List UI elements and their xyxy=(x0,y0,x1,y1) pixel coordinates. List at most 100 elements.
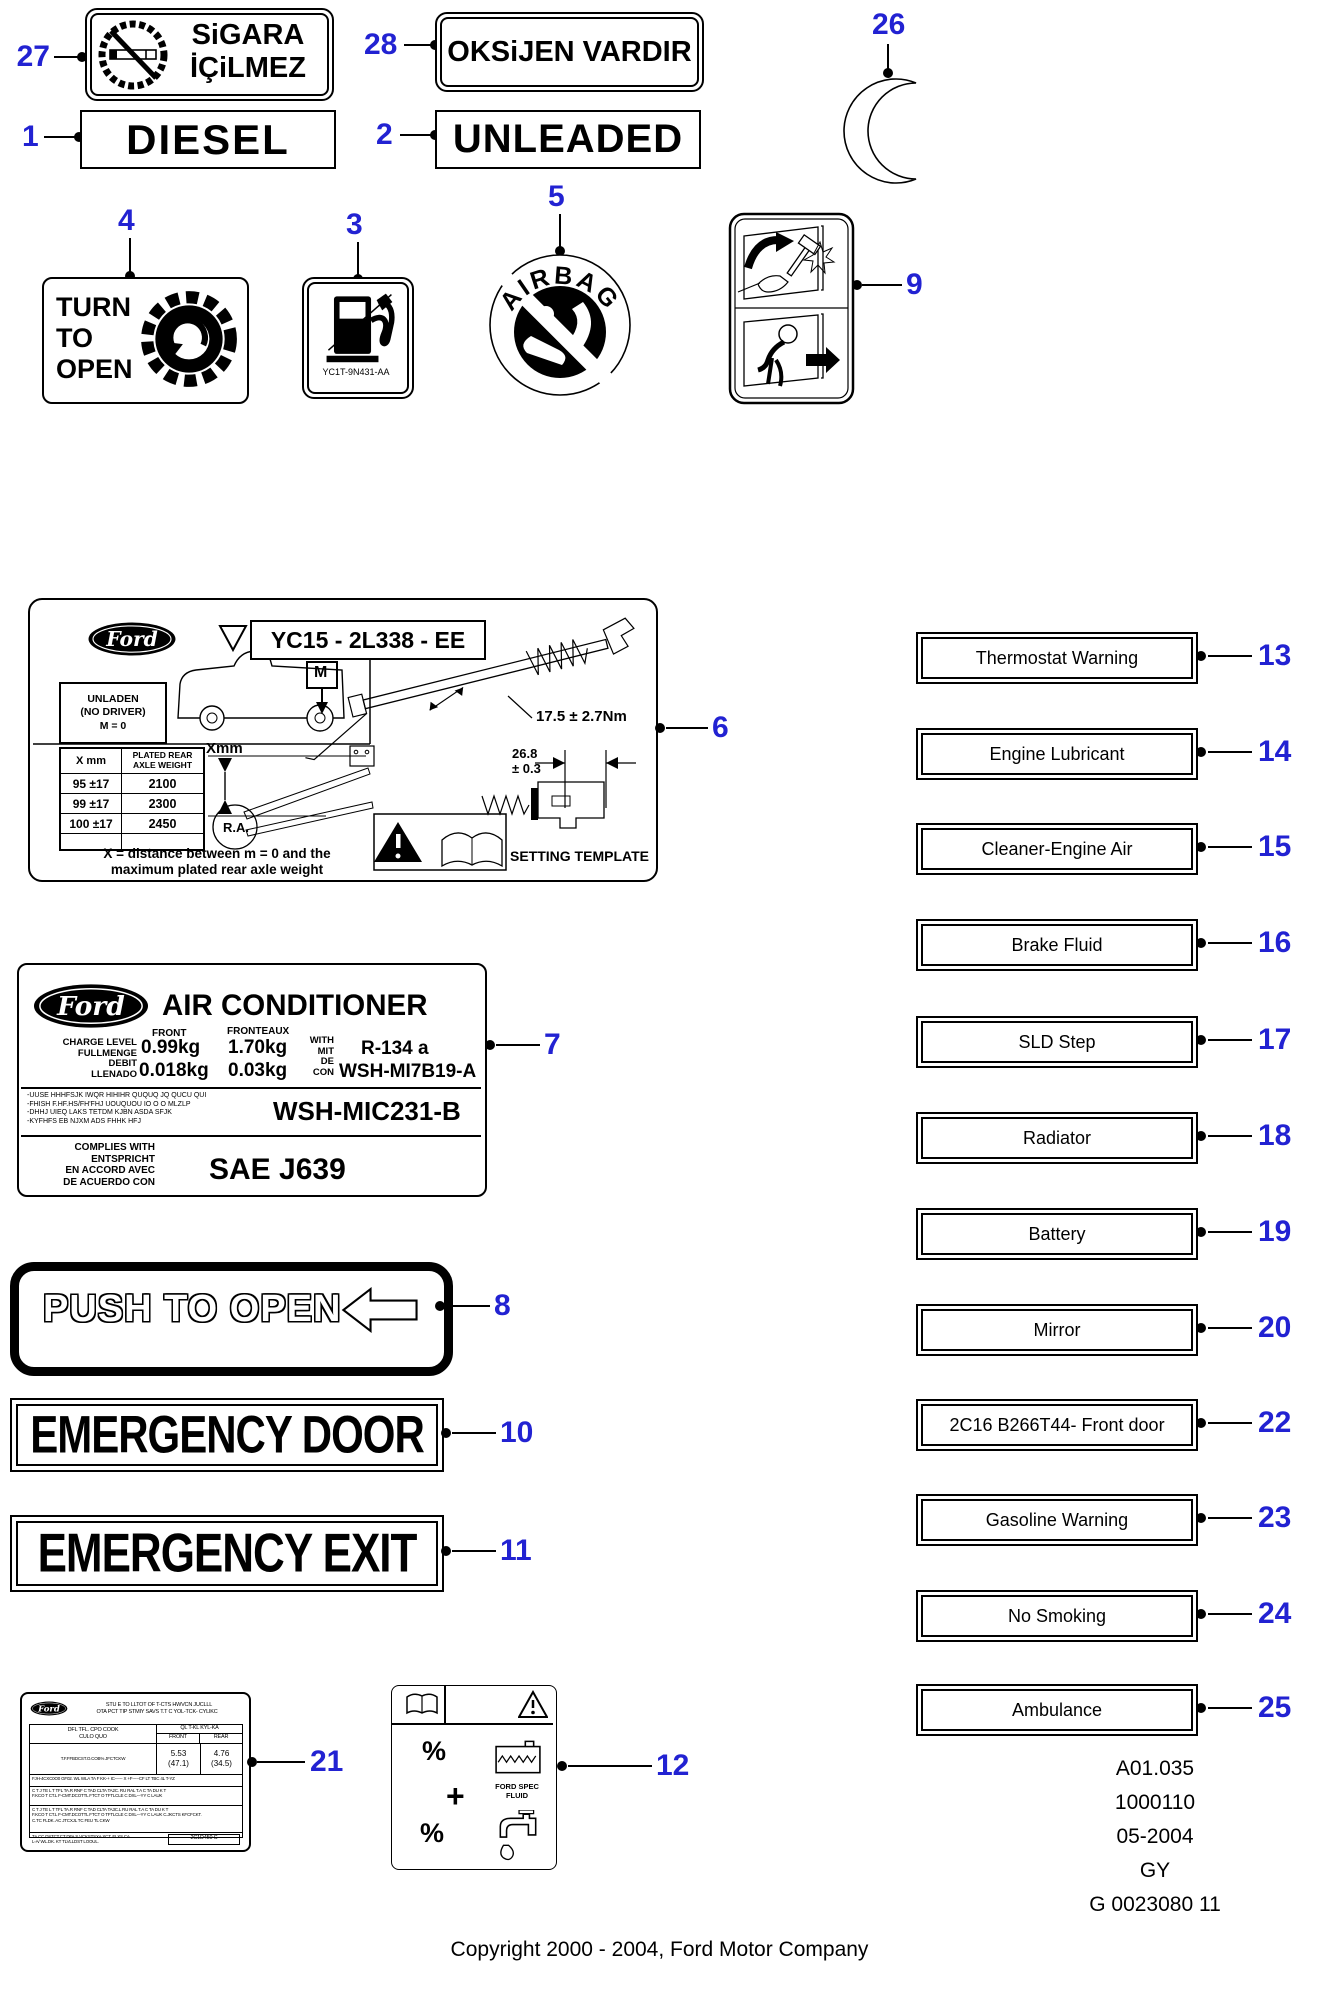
callout-dot xyxy=(441,1546,451,1556)
callout-line xyxy=(44,136,76,138)
callout-line xyxy=(1208,1613,1252,1615)
callout-18: 18 xyxy=(1258,1119,1292,1152)
label-tire-certification: Ford STU E TO LLTOT OF T-CTS HWVCN JUCLL… xyxy=(20,1692,251,1852)
callout-dot xyxy=(74,132,84,142)
list-label-box: 2C16 B266T44- Front door xyxy=(916,1399,1198,1451)
callout-6: 6 xyxy=(712,711,729,744)
list-label-box: Cleaner-Engine Air xyxy=(916,823,1198,875)
callout-dot xyxy=(883,68,893,78)
emergency-hammer-exit-icon xyxy=(728,212,855,405)
ac-col-front: FRONT xyxy=(152,1028,187,1039)
list-item: Ambulance 25 xyxy=(0,1684,1319,1736)
callout-19: 19 xyxy=(1258,1215,1292,1248)
callout-line xyxy=(452,1432,496,1434)
table-header-row: X mm PLATED REAR AXLE WEIGHT xyxy=(61,749,203,773)
callout-3: 3 xyxy=(346,208,363,241)
list-label-box: Ambulance xyxy=(916,1684,1198,1736)
label-fluid: % + % FORD SPEC FLUID xyxy=(391,1685,557,1870)
label-text: SiGARA İÇiLMEZ xyxy=(173,19,323,85)
list-label-text: No Smoking xyxy=(1007,1605,1107,1626)
percent-1: % xyxy=(422,1736,447,1766)
list-label-text: Thermostat Warning xyxy=(975,647,1139,668)
callout-line xyxy=(446,1305,490,1307)
callout-5: 5 xyxy=(548,180,565,213)
callout-line xyxy=(129,238,131,272)
callout-20: 20 xyxy=(1258,1311,1292,1344)
oksijen-text: OKSiJEN VARDIR xyxy=(447,35,692,68)
callout-line xyxy=(1208,1039,1252,1041)
percent-2: % xyxy=(420,1818,445,1848)
list-label-box: Thermostat Warning xyxy=(916,632,1198,684)
callout-dot xyxy=(1196,1418,1206,1428)
callout-28: 28 xyxy=(364,28,398,61)
ford-logo: Ford xyxy=(88,622,176,656)
callout-dot xyxy=(1196,1609,1206,1619)
tire-rear-values: 4.76 (34.5) xyxy=(211,1749,232,1768)
list-item: No Smoking 24 xyxy=(0,1590,1319,1642)
header-divider xyxy=(444,1686,446,1723)
list-label-box: No Smoking xyxy=(916,1590,1198,1642)
ac-row-labels: CHARGE LEVEL FULLMENGE DEBIT LLENADO xyxy=(62,1037,137,1080)
list-item: Cleaner-Engine Air 15 xyxy=(0,823,1319,875)
label-fuel-pump: YC1T-9N431-AA xyxy=(302,277,414,399)
callout-25: 25 xyxy=(1258,1691,1292,1724)
ac-front-charge: 0.99kg xyxy=(141,1037,201,1058)
callout-line xyxy=(1208,1135,1252,1137)
table-row: 95 ±17 2100 xyxy=(61,773,203,793)
ford-logo: Ford xyxy=(33,984,149,1028)
list-label-box: Gasoline Warning xyxy=(916,1494,1198,1546)
list-item: Battery 19 xyxy=(0,1208,1319,1260)
ac-refrigerant: R-134 a xyxy=(361,1038,429,1059)
table-row: 100 ±17 2450 xyxy=(61,813,203,833)
list-label-box: Mirror xyxy=(916,1304,1198,1356)
callout-dot xyxy=(655,723,665,733)
col-plated-1: PLATED REAR xyxy=(132,750,193,761)
axle-footnote: X = distance between m = 0 and the maxim… xyxy=(103,846,331,877)
axle-part-number-box: YC15 - 2L338 - EE xyxy=(250,620,486,660)
callout-dot xyxy=(1196,1323,1206,1333)
tire-front-values: 5.53 (47.1) xyxy=(157,1744,201,1774)
list-label-text: Ambulance xyxy=(1011,1699,1103,1720)
callout-dot xyxy=(435,1301,445,1311)
callout-4: 4 xyxy=(118,204,135,237)
callout-dot xyxy=(1196,938,1206,948)
callout-21: 21 xyxy=(310,1745,344,1778)
label-emergency-door: EMERGENCY DOOR xyxy=(10,1398,444,1472)
callout-7: 7 xyxy=(544,1028,561,1061)
tire-th-right: QL T-KL KYL-KA FRONT REAR xyxy=(157,1725,242,1743)
ford-wordmark: Ford xyxy=(56,991,125,1022)
callout-dot xyxy=(441,1428,451,1438)
list-label-box: Engine Lubricant xyxy=(916,728,1198,780)
label-air-conditioner: Ford AIR CONDITIONER FRONT FRONTEAUX CHA… xyxy=(17,963,487,1197)
callout-15: 15 xyxy=(1258,830,1292,863)
list-label-text: Radiator xyxy=(1022,1127,1092,1148)
callout-line xyxy=(1208,1231,1252,1233)
unladen-line1: UNLADEN xyxy=(87,692,139,705)
label-diesel: DIESEL xyxy=(80,110,336,169)
list-label-text: Brake Fluid xyxy=(1011,934,1103,955)
callout-dot xyxy=(485,1040,495,1050)
left-arrow-icon xyxy=(341,1287,418,1333)
callout-line xyxy=(568,1765,652,1767)
callout-line xyxy=(452,1550,496,1552)
callout-line xyxy=(1208,751,1252,753)
list-item: Mirror 20 xyxy=(0,1304,1319,1356)
callout-24: 24 xyxy=(1258,1597,1292,1630)
callout-line xyxy=(1208,1327,1252,1329)
dim-text: 26.8 ± 0.3 xyxy=(512,746,541,776)
doc-reference-block: A01.035 1000110 05-2004 GY G 0023080 11 xyxy=(1020,1752,1290,1922)
callout-27: 27 xyxy=(16,40,50,73)
list-item: 2C16 B266T44- Front door 22 xyxy=(0,1399,1319,1451)
callout-22: 22 xyxy=(1258,1406,1292,1439)
col-plated: PLATED REAR AXLE WEIGHT xyxy=(122,749,203,773)
callout-16: 16 xyxy=(1258,926,1292,959)
m-box-text: M xyxy=(314,664,328,681)
no-smoking-icon xyxy=(98,20,168,90)
callout-13: 13 xyxy=(1258,639,1292,672)
callout-23: 23 xyxy=(1258,1501,1292,1534)
ford-wordmark: Ford xyxy=(105,627,158,651)
faucet-icon xyxy=(499,1810,537,1861)
list-label-box: Battery xyxy=(916,1208,1198,1260)
col-xmm: X mm xyxy=(61,749,122,773)
